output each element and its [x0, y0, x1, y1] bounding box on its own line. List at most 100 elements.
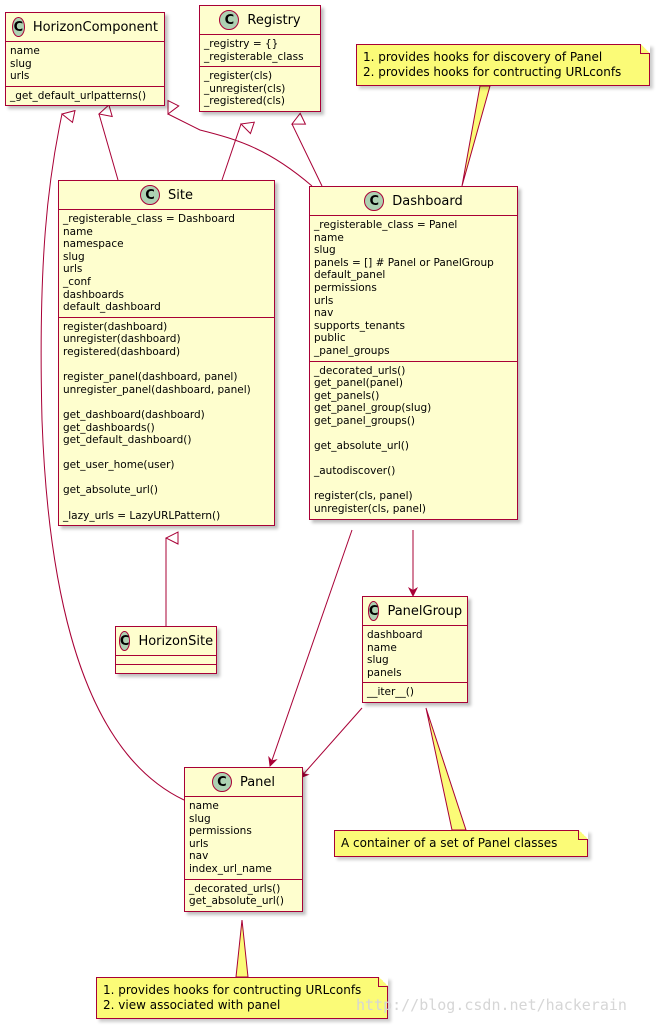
class-method: registered(dashboard)	[63, 345, 181, 358]
class-field: urls	[314, 294, 334, 307]
class-method	[63, 447, 270, 460]
class-method: unregister_panel(dashboard, panel)	[63, 383, 251, 396]
class-icon: C	[211, 772, 232, 792]
class-method: get_default_dashboard()	[63, 434, 192, 447]
note-panel-hooks: 1. provides hooks for contructing URLcon…	[96, 977, 388, 1019]
class-field: _registerable_class = Dashboard	[63, 213, 235, 225]
watermark: http://blog.csdn.net/hackerain	[356, 996, 627, 1014]
class-field: panels = [] # Panel or PanelGroup	[314, 256, 494, 269]
class-methods: _decorated_urls()get_absolute_url()	[185, 880, 302, 911]
class-method: get_panel(panel)	[314, 377, 403, 390]
class-fields	[116, 656, 216, 665]
edge-dashboard-extends-registry	[292, 124, 323, 187]
class-methods: __iter__()	[363, 683, 467, 702]
class-method: _get_default_urlpatterns()	[10, 89, 147, 102]
class-method: get_absolute_url()	[63, 484, 158, 497]
edge-site-extends-registry	[221, 124, 241, 181]
note-link-panelgroup	[425, 707, 467, 831]
note-panelgroup-container: A container of a set of Panel classes	[334, 830, 588, 857]
class-method: _autodiscover()	[314, 465, 396, 478]
class-method	[314, 428, 513, 441]
class-field: urls	[63, 263, 83, 276]
note-link-dashboard	[461, 85, 491, 187]
class-header: C Panel	[185, 768, 302, 797]
class-header: C HorizonSite	[116, 627, 216, 656]
class-field: slug	[63, 250, 85, 263]
class-field: slug	[367, 654, 389, 667]
class-field: name	[367, 641, 397, 654]
class-method	[314, 453, 513, 466]
class-method	[314, 478, 513, 491]
class-methods: _get_default_urlpatterns()	[6, 87, 164, 106]
class-name: Site	[168, 187, 193, 203]
class-name: HorizonComponent	[32, 19, 158, 35]
note-dashboard-hooks: 1. provides hooks for discovery of Panel…	[356, 44, 650, 86]
class-methods: _decorated_urls()get_panel(panel)get_pan…	[310, 362, 517, 519]
class-field: supports_tenants	[314, 319, 405, 332]
class-methods: register(dashboard)unregister(dashboard)…	[59, 318, 274, 526]
class-field: _registerable_class	[204, 50, 304, 63]
class-field: slug	[189, 812, 211, 825]
class-method: _decorated_urls()	[189, 882, 281, 895]
class-method: unregister(cls, panel)	[314, 503, 426, 516]
class-field: slug	[314, 244, 336, 257]
class-method	[63, 396, 270, 409]
class-name: Dashboard	[392, 193, 463, 209]
class-method	[63, 497, 270, 510]
class-field: default_dashboard	[63, 301, 161, 314]
class-registry[interactable]: C Registry _registry = {}_registerable_c…	[199, 5, 321, 112]
class-field: urls	[10, 70, 30, 83]
class-header: C HorizonComponent	[6, 13, 164, 42]
class-name: Panel	[239, 774, 276, 790]
class-header: C Site	[59, 181, 274, 210]
class-method: _decorated_urls()	[314, 364, 406, 377]
class-field: dashboard	[367, 629, 423, 641]
class-icon: C	[219, 10, 240, 30]
class-icon: C	[118, 631, 131, 651]
class-method: _unregister(cls)	[204, 82, 286, 95]
class-horizonsite[interactable]: C HorizonSite	[115, 626, 217, 674]
class-fields: _registry = {}_registerable_class	[200, 35, 320, 68]
edge-dashboard-to-panel	[268, 529, 353, 767]
class-header: C PanelGroup	[363, 597, 467, 626]
class-field: _conf	[63, 275, 91, 288]
class-field: permissions	[314, 281, 377, 294]
class-name: HorizonSite	[138, 633, 214, 649]
class-field: permissions	[189, 825, 252, 838]
class-method: __iter__()	[367, 686, 415, 699]
class-methods: _register(cls)_unregister(cls)_registere…	[200, 67, 320, 111]
class-methods	[116, 665, 216, 673]
class-field: default_panel	[314, 269, 386, 282]
class-method: get_absolute_url()	[189, 895, 284, 908]
class-method: get_user_home(user)	[63, 459, 175, 472]
class-name: Registry	[247, 12, 301, 28]
class-method: get_absolute_url()	[314, 440, 409, 453]
class-method: _lazy_urls = LazyURLPattern()	[63, 509, 221, 522]
edge-site-extends-horizoncomponent	[99, 114, 119, 181]
class-method: _register(cls)	[204, 70, 273, 83]
class-field: _registry = {}	[204, 38, 279, 50]
class-method: register(cls, panel)	[314, 490, 413, 503]
class-field: name	[314, 231, 344, 244]
class-field: slug	[10, 57, 32, 70]
class-method: register(dashboard)	[63, 320, 168, 333]
class-method: get_dashboard(dashboard)	[63, 408, 205, 421]
class-field: _registerable_class = Panel	[314, 219, 458, 231]
class-method: unregister(dashboard)	[63, 333, 181, 346]
class-field: nav	[189, 850, 209, 863]
class-icon: C	[367, 601, 380, 621]
class-field: dashboards	[63, 288, 125, 301]
class-field: name	[189, 800, 219, 812]
class-field: _panel_groups	[314, 344, 390, 357]
class-method: _registered(cls)	[204, 95, 285, 108]
edge-panel-extends-horizoncomponent	[40, 114, 185, 801]
class-icon: C	[12, 17, 25, 37]
